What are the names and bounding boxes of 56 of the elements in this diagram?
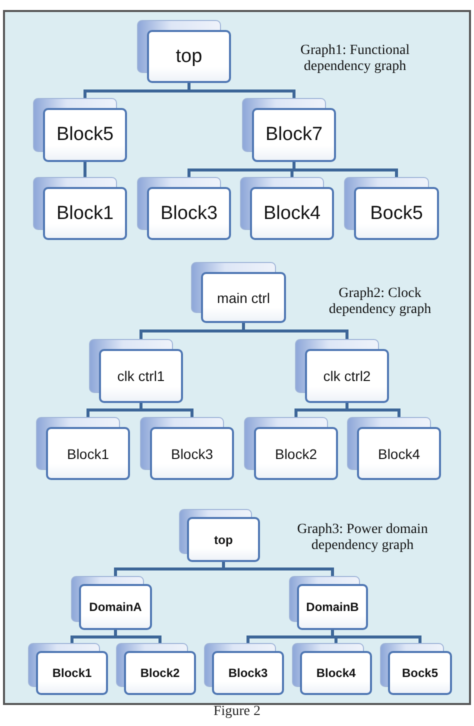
connector-line — [292, 162, 398, 177]
stacked-node-box — [244, 417, 338, 480]
stacked-node-box — [242, 98, 336, 162]
connector-line — [222, 562, 334, 576]
stacked-node-box — [240, 177, 334, 240]
connector-line — [242, 323, 348, 339]
node-label: Block4 — [378, 446, 420, 462]
stacked-node-box — [137, 177, 231, 240]
stacked-node-box — [204, 643, 284, 695]
stacked-node-box — [191, 262, 286, 323]
connector-line — [140, 403, 194, 417]
stacked-node-box — [116, 643, 196, 695]
stacked-node-box — [36, 417, 130, 480]
stacked-node-box — [71, 576, 152, 630]
node-label: clk ctrl2 — [323, 368, 371, 384]
node-label: Block1 — [66, 446, 110, 462]
graph-title: Graph3: Power domain dependency graph — [296, 522, 429, 554]
stacked-node-box — [347, 417, 441, 480]
stacked-node-box — [179, 509, 260, 562]
connector-line — [346, 403, 400, 417]
stacked-node-box — [344, 177, 439, 240]
connector-line — [114, 630, 162, 643]
node-label: Block1 — [52, 666, 92, 680]
node-label: top — [214, 532, 233, 546]
node-label: Block5 — [56, 124, 114, 146]
stacked-node-box — [33, 98, 127, 162]
node-label: DomainB — [306, 600, 359, 614]
stacked-node-box — [28, 643, 108, 695]
node-label: Bock5 — [402, 666, 438, 680]
node-label: Block4 — [263, 202, 321, 224]
node-label: DomainA — [89, 600, 142, 614]
stacked-node-box — [289, 576, 368, 630]
node-label: Block2 — [274, 446, 318, 462]
node-label: Block3 — [160, 202, 218, 224]
stacked-node-box — [380, 643, 452, 695]
node-label: top — [176, 46, 202, 68]
graph-title: Graph1: Functional dependency graph — [299, 43, 411, 76]
stacked-node-box — [137, 20, 231, 83]
node-label: Bock5 — [370, 202, 423, 224]
node-label: Block4 — [316, 666, 356, 680]
node-label: Block3 — [170, 446, 214, 462]
node-label: Block7 — [265, 124, 323, 146]
stacked-node-box — [89, 339, 183, 403]
stacked-node-box — [33, 177, 127, 240]
stacked-node-box — [292, 643, 372, 695]
graph-title: Graph2: Clock dependency graph — [328, 286, 432, 318]
node-label: clk ctrl1 — [117, 368, 165, 384]
connector-line — [188, 83, 296, 98]
connector-line — [84, 162, 86, 177]
node-label: Block2 — [140, 666, 180, 680]
node-label: Block1 — [56, 202, 114, 224]
stacked-node-box — [140, 417, 234, 480]
figure-caption: Figure 2 — [212, 704, 262, 720]
stacked-node-box — [295, 339, 389, 403]
node-label: main ctrl — [217, 290, 270, 306]
node-label: Block3 — [228, 666, 268, 680]
